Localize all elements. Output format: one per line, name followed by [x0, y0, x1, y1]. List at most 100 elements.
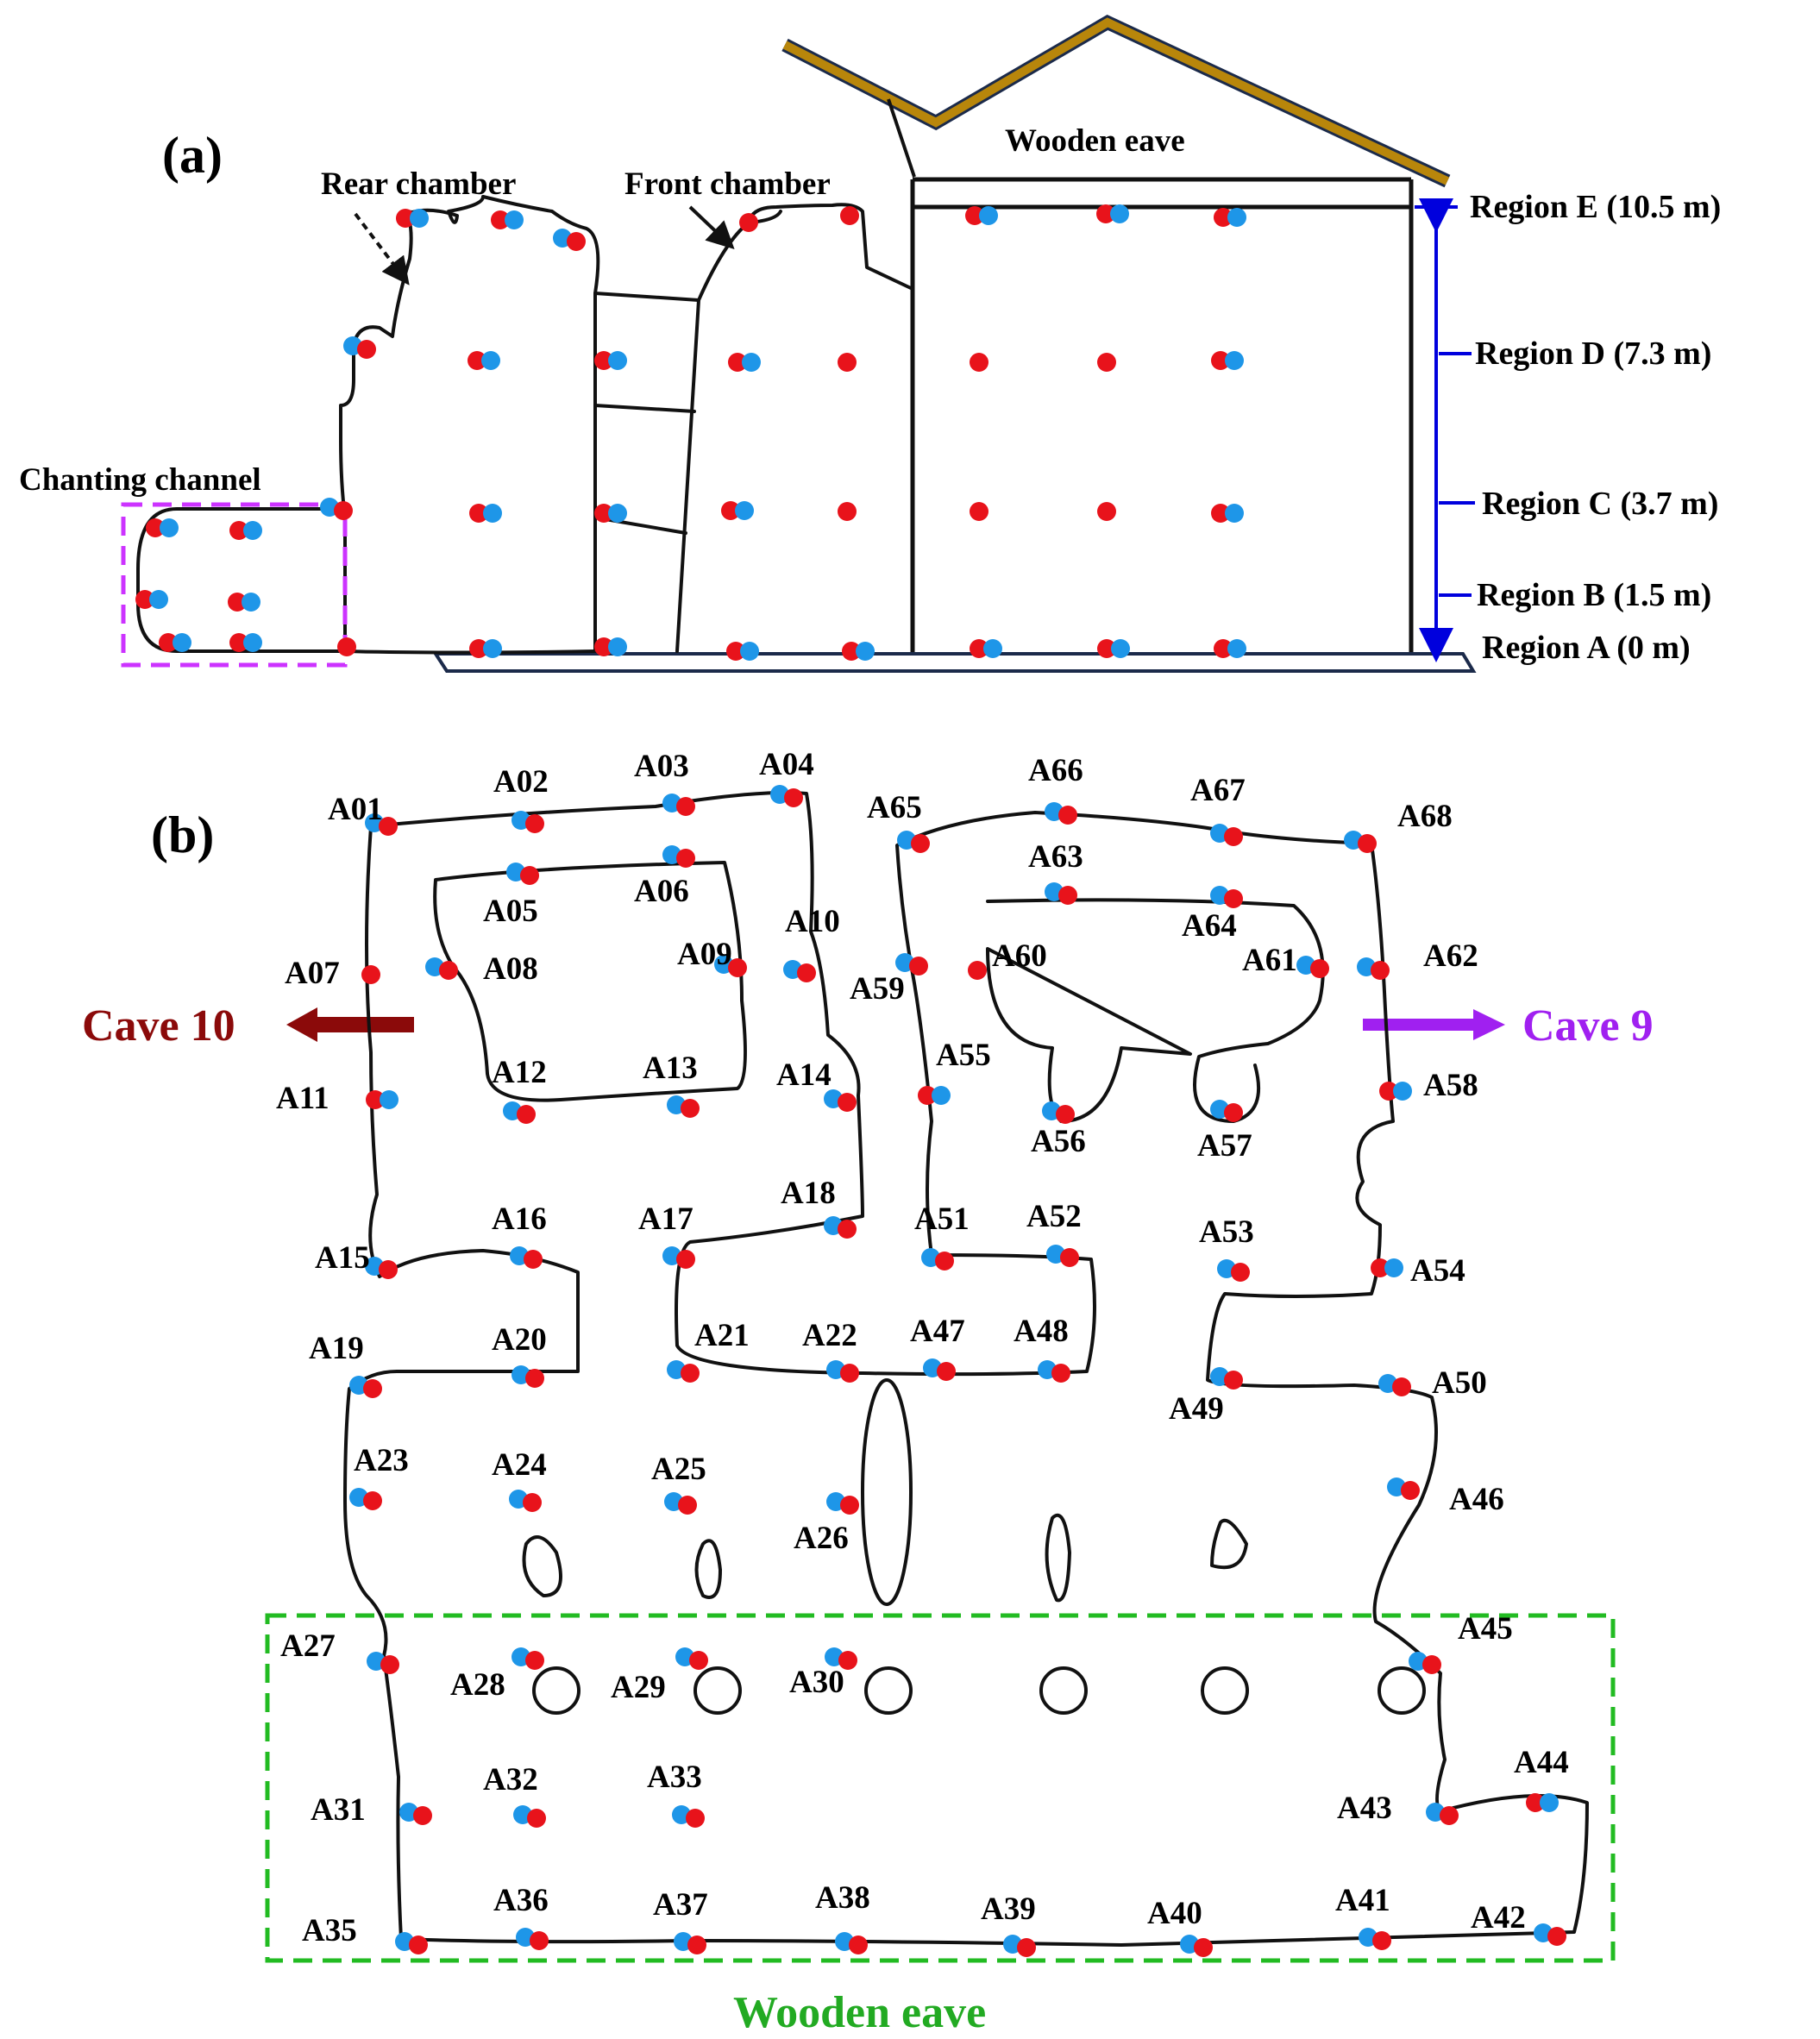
point-a16-red-marker [524, 1250, 543, 1269]
chamber-outline [136, 195, 914, 655]
point-a26-red-marker [1211, 504, 1230, 523]
point-label-a37: A37 [653, 1887, 708, 1923]
point-a29-red-marker [159, 633, 178, 652]
point-a27-blue-marker [149, 590, 168, 609]
point-a03-red-marker [676, 797, 695, 816]
point-label-a57: A57 [1197, 1128, 1252, 1164]
point-label-a03: A03 [634, 749, 689, 784]
point-a28-red-marker [525, 1651, 544, 1670]
point-a48-red-marker [1051, 1364, 1070, 1383]
point-a47-red-marker [937, 1362, 956, 1381]
point-a38-red-marker [849, 1935, 868, 1954]
point-a64-red-marker [1224, 889, 1243, 908]
point-a54-red-marker [1371, 1258, 1390, 1277]
point-label-a55: A55 [936, 1038, 991, 1073]
point-label-a38: A38 [815, 1880, 870, 1916]
point-label-a23: A23 [354, 1443, 409, 1478]
point-a11-red-marker [594, 351, 613, 370]
point-a10-blue-marker [481, 351, 500, 370]
point-a50-red-marker [1392, 1377, 1411, 1396]
roof [781, 14, 1451, 188]
point-a56-red-marker [1056, 1105, 1075, 1124]
point-label-a53: A53 [1199, 1214, 1254, 1250]
point-a21-red-marker [594, 504, 613, 523]
point-a33-blue-marker [608, 637, 627, 656]
point-a22-red-marker [840, 1364, 859, 1383]
point-a11-blue-marker [380, 1090, 399, 1109]
point-a40-red-marker [1194, 1938, 1213, 1957]
point-label-a04: A04 [759, 747, 814, 782]
point-a33-red-marker [686, 1809, 705, 1828]
point-a37-red-marker [1097, 639, 1116, 658]
point-label-a02: A02 [493, 764, 549, 800]
point-a46-red-marker [1401, 1481, 1420, 1500]
point-label-a65: A65 [867, 790, 922, 825]
point-a1-blue-marker [410, 209, 429, 228]
panel-b-label: (b) [151, 806, 214, 863]
point-a42-red-marker [1547, 1927, 1566, 1946]
point-label-a32: A32 [483, 1762, 538, 1797]
point-a55-red-marker [918, 1086, 937, 1105]
point-a55-blue-marker [932, 1086, 951, 1105]
point-a9-red-marker [357, 340, 376, 359]
point-a44-blue-marker [1540, 1793, 1559, 1812]
point-a58-blue-marker [1393, 1082, 1412, 1101]
point-label-a49: A49 [1169, 1391, 1224, 1427]
point-a11-blue-marker [608, 351, 627, 370]
point-a68-red-marker [1358, 834, 1377, 853]
point-a23-red-marker [838, 502, 857, 521]
point-a36-blue-marker [983, 639, 1002, 658]
point-a29-blue-marker [173, 633, 191, 652]
point-label-a56: A56 [1031, 1124, 1086, 1159]
point-a57-red-marker [1224, 1103, 1243, 1122]
point-label-a41: A41 [1335, 1883, 1390, 1918]
point-a34-blue-marker [740, 642, 759, 661]
point-label-a44: A44 [1514, 1745, 1569, 1780]
region-b-label: Region B (1.5 m) [1477, 577, 1711, 613]
point-a32-blue-marker [483, 639, 502, 658]
point-label-a52: A52 [1026, 1199, 1082, 1234]
point-a02-red-marker [525, 814, 544, 833]
point-a09-red-marker [728, 958, 747, 977]
region-d-label: Region D (7.3 m) [1475, 336, 1711, 372]
point-label-a17: A17 [638, 1201, 693, 1237]
point-a31-red-marker [413, 1806, 432, 1825]
point-a59-red-marker [909, 957, 928, 976]
point-label-a59: A59 [850, 971, 905, 1007]
point-a35-red-marker [842, 642, 861, 661]
point-label-a63: A63 [1028, 839, 1083, 875]
point-a8-red-marker [1214, 208, 1233, 227]
point-label-a66: A66 [1028, 753, 1083, 788]
point-a11-red-marker [366, 1090, 385, 1109]
point-a16-red-marker [1211, 351, 1230, 370]
point-label-a31: A31 [311, 1792, 366, 1828]
point-a25-red-marker [678, 1496, 697, 1515]
point-a45-red-marker [1422, 1655, 1441, 1674]
point-a20-red-marker [525, 1369, 544, 1388]
point-a31-red-marker [337, 637, 356, 656]
point-a34-red-marker [726, 642, 745, 661]
point-a06-red-marker [676, 849, 695, 868]
point-a07-red-marker [361, 965, 380, 984]
point-a62-red-marker [1371, 961, 1390, 980]
point-label-a51: A51 [914, 1201, 970, 1237]
point-a36-red-marker [530, 1931, 549, 1950]
point-a54-blue-marker [1384, 1258, 1403, 1277]
point-a7-blue-marker [1110, 204, 1129, 223]
point-a4-red-marker [739, 213, 758, 232]
point-label-a39: A39 [981, 1892, 1036, 1927]
point-label-a46: A46 [1449, 1482, 1504, 1517]
point-label-a68: A68 [1397, 799, 1453, 834]
point-a2-blue-marker [505, 210, 524, 229]
wooden-eave-label-b: Wooden eave [733, 1988, 986, 2037]
point-label-a07: A07 [285, 956, 340, 991]
point-label-a61: A61 [1242, 943, 1297, 978]
point-a53-red-marker [1231, 1263, 1250, 1282]
point-a19-red-marker [334, 501, 353, 520]
point-label-a60: A60 [992, 938, 1047, 974]
point-a30-red-marker [838, 1651, 857, 1670]
point-a20-red-marker [469, 504, 488, 523]
point-label-a20: A20 [492, 1322, 547, 1358]
region-a-label: Region A (0 m) [1482, 630, 1691, 666]
